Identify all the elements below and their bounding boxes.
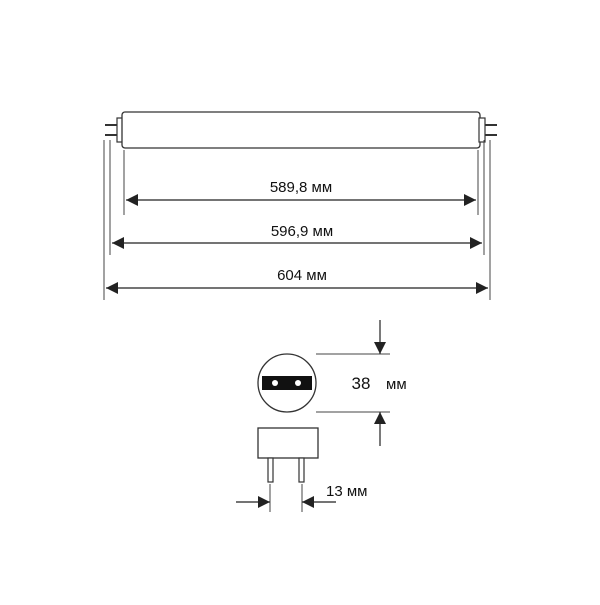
tube-body — [121, 111, 481, 149]
diameter-unit: мм — [386, 376, 407, 393]
dimension-label-589-8: 589,8 мм — [270, 179, 332, 196]
dimension-label-604: 604 мм — [277, 267, 327, 284]
lamp-cap-front-view — [257, 427, 319, 483]
end-view-pin-left — [272, 380, 278, 386]
pin-spacing-label: 13 мм — [326, 483, 367, 500]
dimension-596-9: 596,9 мм — [112, 223, 482, 249]
end-view-pin-bar — [262, 376, 312, 390]
right-end-cap — [478, 117, 486, 143]
cap-pin-left — [267, 457, 274, 483]
cap-pin-right — [298, 457, 305, 483]
end-view-pin-right — [295, 380, 301, 386]
extension-lines — [103, 140, 491, 300]
dimension-pin-spacing: 13 мм — [236, 483, 367, 512]
dimension-589-8: 589,8 мм — [126, 179, 476, 206]
cap-body — [257, 427, 319, 459]
lamp-tube-side-view — [105, 111, 497, 149]
dimension-604: 604 мм — [106, 267, 488, 294]
lamp-end-view — [257, 353, 317, 413]
diameter-value: 38 — [352, 374, 371, 393]
dimension-diameter: 38 мм — [316, 320, 407, 446]
dimension-label-596-9: 596,9 мм — [271, 223, 333, 240]
